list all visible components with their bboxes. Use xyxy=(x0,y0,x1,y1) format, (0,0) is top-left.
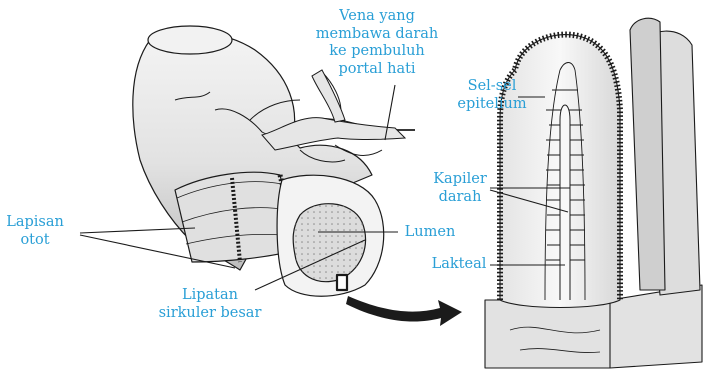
label-capillary-line-1: Kapiler xyxy=(428,171,492,189)
lacteal-vessel xyxy=(560,105,570,300)
zoom-arrow xyxy=(346,296,462,326)
label-lacteal: Lakteal xyxy=(426,256,492,274)
label-lacteal-line-1: Lakteal xyxy=(426,256,492,274)
leader-muscle-1 xyxy=(80,228,195,233)
label-fold: Lipatan sirkuler besar xyxy=(150,287,270,322)
label-vein-line-1: Vena yang xyxy=(302,8,452,26)
label-lumen: Lumen xyxy=(400,224,460,242)
label-epithelium-line-1: Sel-sel xyxy=(452,78,532,96)
sample-region-box xyxy=(337,275,347,290)
label-epithelium-line-2: epitelium xyxy=(452,96,532,114)
label-vein-line-3: ke pembuluh xyxy=(302,43,452,61)
label-vein-line-2: membawa darah xyxy=(302,26,452,44)
label-vein-line-4: portal hati xyxy=(302,61,452,79)
label-lumen-line-1: Lumen xyxy=(400,224,460,242)
villus-section xyxy=(485,18,702,368)
intestine-top-opening xyxy=(148,26,232,54)
label-fold-line-2: sirkuler besar xyxy=(150,305,270,323)
label-muscle: Lapisan otot xyxy=(0,214,70,249)
label-muscle-line-2: otot xyxy=(0,232,70,250)
label-epithelium: Sel-sel epitelium xyxy=(452,78,532,113)
label-capillary-line-2: darah xyxy=(428,189,492,207)
label-fold-line-1: Lipatan xyxy=(150,287,270,305)
label-capillary: Kapiler darah xyxy=(428,171,492,206)
label-muscle-line-1: Lapisan xyxy=(0,214,70,232)
label-vein: Vena yang membawa darah ke pembuluh port… xyxy=(302,8,452,78)
